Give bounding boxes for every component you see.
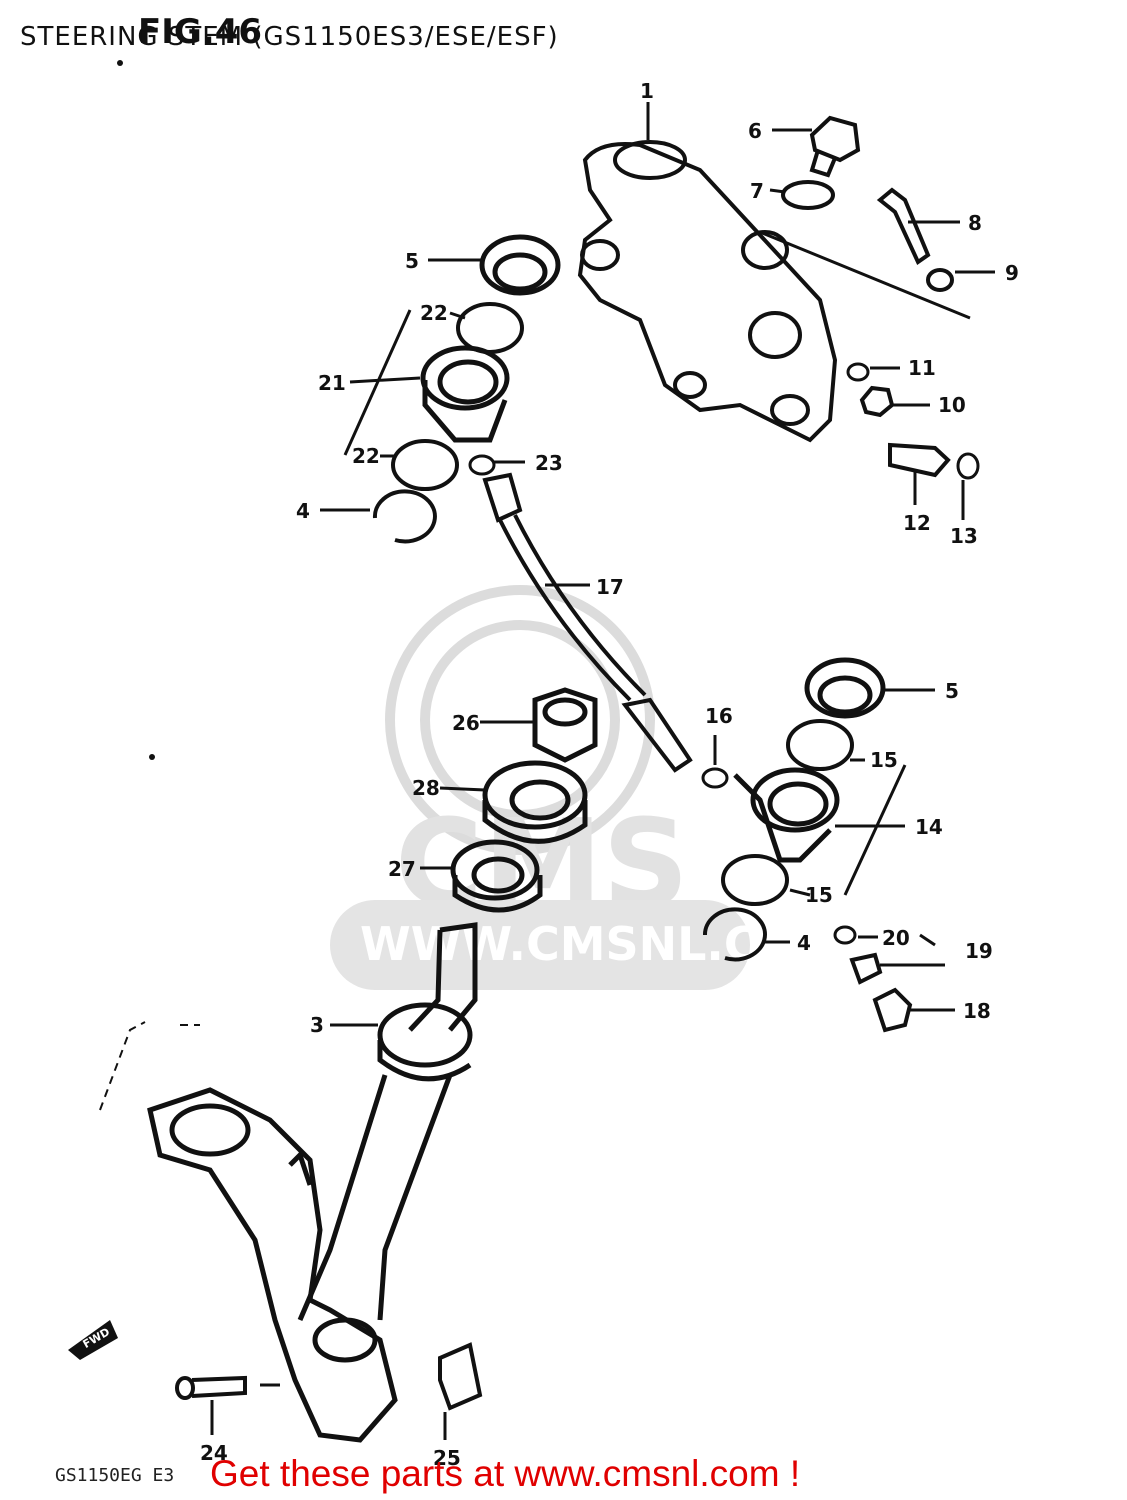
nut-small-part xyxy=(846,362,870,382)
callout-12: 12 xyxy=(903,511,931,535)
leader-lines xyxy=(210,102,995,1440)
washer-20-part xyxy=(833,925,857,945)
callout-5-top: 5 xyxy=(405,249,419,273)
upper-bracket-part xyxy=(577,140,838,443)
callout-3: 3 xyxy=(310,1013,324,1037)
stem-nut-part xyxy=(532,687,598,763)
page-title: STEERING STEM (GS1150ES3/ESE/ESF) xyxy=(20,22,559,52)
o-ring-16-part xyxy=(701,767,729,789)
callout-20: 20 xyxy=(882,926,910,950)
circlip-top-part xyxy=(372,489,437,544)
o-ring-top-part xyxy=(456,302,524,354)
diagram-code: GS1150EG E3 xyxy=(55,1465,175,1486)
clamp-part xyxy=(420,345,510,443)
callout-5-lower: 5 xyxy=(945,679,959,703)
callout-15-lower: 15 xyxy=(805,883,833,907)
callout-16: 16 xyxy=(705,704,733,728)
bolt-part xyxy=(809,115,861,178)
promo-link[interactable]: Get these parts at www.cmsnl.com ! xyxy=(210,1453,801,1494)
callout-23: 23 xyxy=(535,451,563,475)
dashed-guide-left xyxy=(99,1021,146,1111)
callout-24: 24 xyxy=(200,1441,228,1465)
cap-nut-part xyxy=(859,385,895,418)
lower-bracket-part xyxy=(147,1087,398,1443)
oil-seal-lower-part xyxy=(804,657,886,719)
side-bolt-part xyxy=(888,442,951,478)
callout-numbers: 1 6 7 8 9 5 22 21 11 10 22 23 12 13 4 17… xyxy=(200,79,1019,1470)
bleeder-part xyxy=(849,952,883,985)
leader-line xyxy=(759,230,971,320)
callout-6: 6 xyxy=(748,119,762,143)
side-washer-part xyxy=(956,452,980,480)
callout-21: 21 xyxy=(318,371,346,395)
hose-part xyxy=(482,472,693,773)
long-bolt-part xyxy=(876,187,931,266)
fwd-arrow-icon: FWD xyxy=(68,1320,118,1360)
callout-13: 13 xyxy=(950,524,978,548)
small-o-ring-part xyxy=(468,454,496,476)
clamp-right-part xyxy=(733,767,840,863)
callout-8: 8 xyxy=(968,211,982,235)
callout-26: 26 xyxy=(452,711,480,735)
o-ring-right-top-part xyxy=(786,719,854,771)
callout-18: 18 xyxy=(963,999,991,1023)
callout-17: 17 xyxy=(596,575,624,599)
pinch-bolt-part xyxy=(175,1375,247,1400)
callout-1: 1 xyxy=(640,79,654,103)
cap-18-part xyxy=(872,987,913,1033)
callout-15-top: 15 xyxy=(870,748,898,772)
bearing-upper-part xyxy=(482,760,588,844)
callout-28: 28 xyxy=(412,776,440,800)
callout-11: 11 xyxy=(908,356,936,380)
oil-seal-top-part xyxy=(479,234,561,296)
callout-14: 14 xyxy=(915,815,943,839)
clamp-plate-part xyxy=(438,1342,483,1411)
callout-27: 27 xyxy=(388,857,416,881)
watermark-url-text: WWW.CMSNL.COM xyxy=(360,917,843,971)
callout-7: 7 xyxy=(750,179,764,203)
callout-4-lower: 4 xyxy=(797,931,811,955)
callout-10: 10 xyxy=(938,393,966,417)
small-washer-part xyxy=(926,268,954,292)
callout-9: 9 xyxy=(1005,261,1019,285)
callout-19: 19 xyxy=(965,939,993,963)
figure-label: FIG.46 xyxy=(138,12,263,52)
o-ring-right-lower-part xyxy=(721,854,789,906)
washer-part xyxy=(781,180,835,210)
callout-25: 25 xyxy=(433,1446,461,1470)
bearing-lower-part xyxy=(450,839,543,913)
callout-4-top: 4 xyxy=(296,499,310,523)
circlip-lower-part xyxy=(702,907,767,962)
callout-22-top: 22 xyxy=(420,301,448,325)
callout-22-lower: 22 xyxy=(352,444,380,468)
o-ring-lower-part xyxy=(391,439,459,491)
